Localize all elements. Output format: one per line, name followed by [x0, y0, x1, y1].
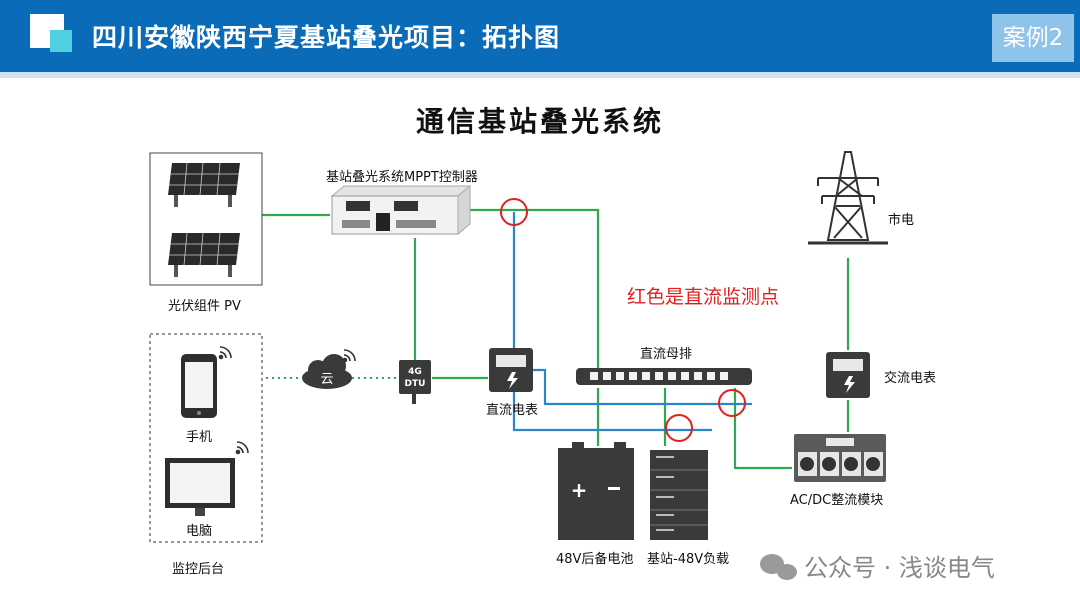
- load-label: 基站-48V负载: [647, 552, 730, 567]
- ac-meter-label: 交流电表: [884, 371, 937, 386]
- svg-text:DTU: DTU: [405, 379, 426, 389]
- monitor-box: [149, 333, 263, 543]
- transmission-tower-icon: [808, 151, 888, 245]
- logo-accent-square: [50, 30, 72, 52]
- svg-text:4G: 4G: [408, 367, 422, 377]
- dc-meter-icon: [489, 348, 533, 392]
- svg-text:+: +: [571, 478, 588, 502]
- dc-monitor-point: [665, 414, 693, 442]
- dc-busbar-icon: [576, 368, 752, 385]
- monitor-point-note: 红色是直流监测点: [627, 286, 780, 308]
- computer-icon: [165, 458, 235, 516]
- busbar-label: 直流母排: [640, 347, 693, 362]
- dc-line-meter-load: [512, 392, 712, 432]
- grid-label: 市电: [888, 213, 915, 228]
- header-bar: 四川安徽陕西宁夏基站叠光项目：拓扑图 案例2: [0, 0, 1080, 72]
- controller-to-busbar-line: [462, 208, 600, 368]
- rectifier-icon: [794, 434, 886, 482]
- solar-panel-icon: [168, 162, 240, 207]
- cloud-icon: [302, 354, 352, 389]
- header-divider: [0, 72, 1080, 78]
- busbar-to-rectifier-line: [733, 388, 792, 470]
- dc-line-meter-busbar: [532, 368, 752, 406]
- case-badge: 案例2: [992, 14, 1074, 62]
- wechat-logo-icon: [760, 554, 797, 580]
- dc-monitor-point: [718, 389, 746, 417]
- diagram-title: 通信基站叠光系统: [415, 105, 664, 138]
- solar-panel-icon: [168, 232, 240, 277]
- pv-label: 光伏组件 PV: [168, 299, 241, 314]
- watermark: 公众号 · 浅谈电气: [804, 554, 995, 582]
- pc-label: 电脑: [186, 524, 213, 539]
- battery-icon: +: [558, 442, 634, 540]
- ac-meter-icon: [826, 352, 870, 398]
- monitor-label: 监控后台: [172, 562, 225, 577]
- wifi-icon: [342, 349, 356, 363]
- pv-box: [149, 152, 263, 286]
- dc-monitor-point: [500, 198, 528, 226]
- wifi-icon: [218, 346, 232, 360]
- dc-meter-label: 直流电表: [486, 403, 539, 418]
- load-rack-icon: [650, 450, 708, 540]
- cloud-label: 云: [320, 372, 333, 387]
- mppt-controller-icon: [330, 184, 472, 236]
- dtu-icon: 4G DTU: [399, 360, 431, 404]
- battery-label: 48V后备电池: [556, 552, 634, 567]
- wifi-icon: [235, 441, 249, 455]
- phone-label: 手机: [186, 430, 213, 445]
- phone-icon: [181, 354, 217, 418]
- controller-label: 基站叠光系统MPPT控制器: [326, 170, 478, 185]
- rectifier-label: AC/DC整流模块: [790, 493, 884, 508]
- page-title: 四川安徽陕西宁夏基站叠光项目：拓扑图: [92, 23, 561, 52]
